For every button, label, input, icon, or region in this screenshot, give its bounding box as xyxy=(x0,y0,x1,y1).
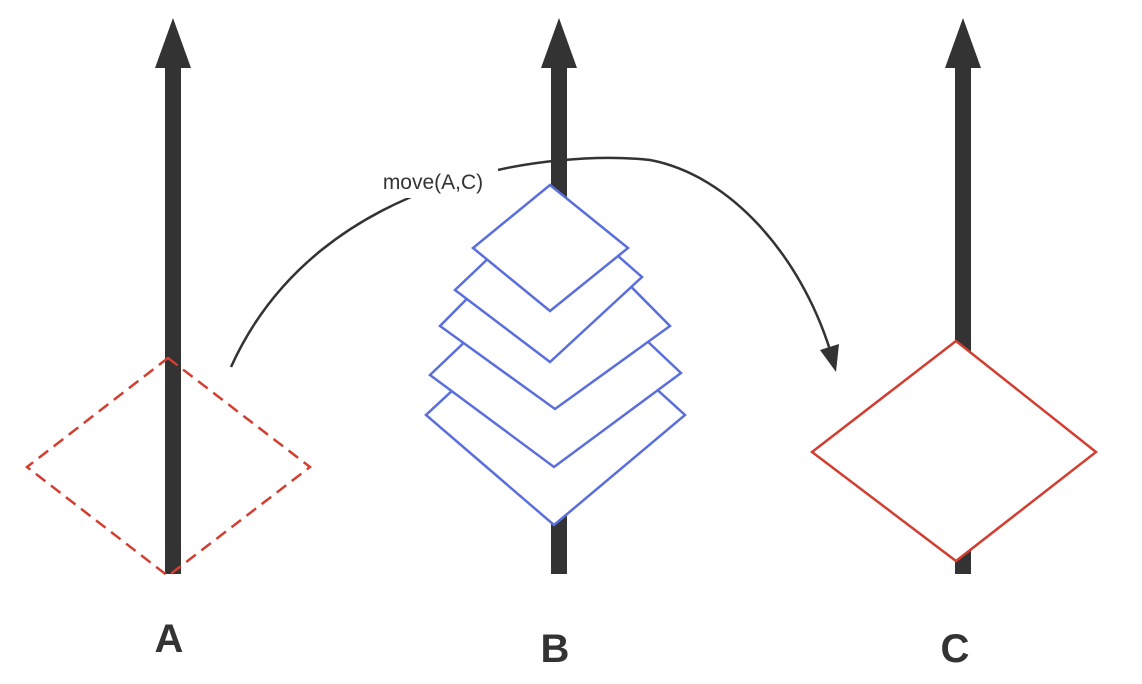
move-label-background xyxy=(366,164,498,198)
peg-b-disk-stack xyxy=(424,183,687,527)
move-arrow-curve xyxy=(229,156,832,368)
target-disk xyxy=(809,339,1099,563)
peg-c-arrowhead xyxy=(945,18,981,68)
peg-a xyxy=(155,18,191,574)
move-arrow xyxy=(229,156,839,372)
source-disk-outline xyxy=(24,356,313,578)
move-arrow-head xyxy=(820,344,839,372)
peg-c-label: C xyxy=(941,627,970,671)
peg-a-arrowhead xyxy=(155,18,191,68)
peg-b-arrowhead xyxy=(541,18,577,68)
peg-b-label: B xyxy=(541,627,570,671)
peg-a-shaft xyxy=(165,62,181,574)
move-label: move(A,C) xyxy=(383,171,483,194)
peg-a-label: A xyxy=(155,617,184,661)
stack-disk-5 xyxy=(471,183,630,313)
